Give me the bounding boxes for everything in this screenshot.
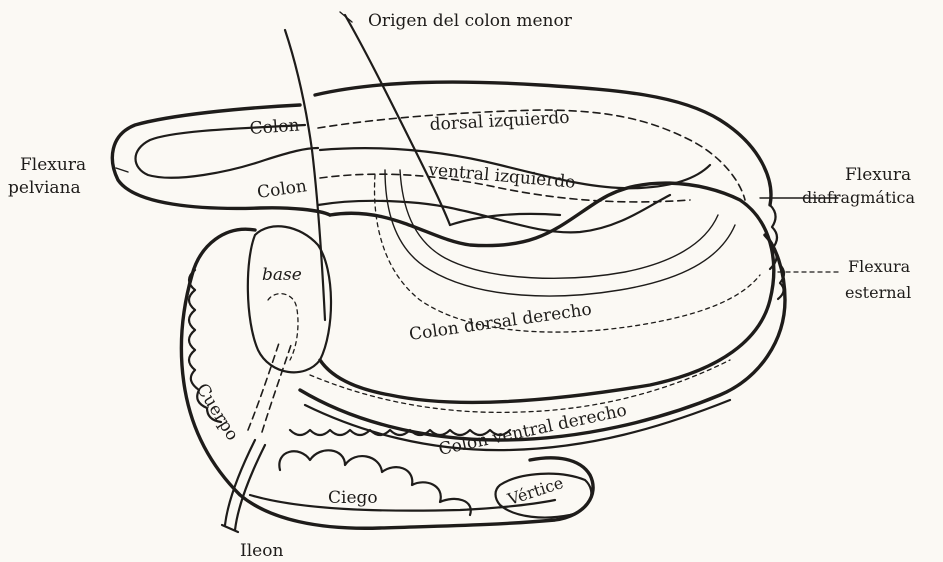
ventral-right-dashed [310,360,730,412]
small-colon-origin-fold [450,214,560,225]
label-flexura-esternal-1: Flexura [848,257,911,276]
label-flexura-pelviana-2: pelviana [8,178,81,198]
label-ileon: Ileon [240,541,283,561]
label-flexura-diafragmatica-1: Flexura [845,165,911,185]
label-flexura-esternal-2: esternal [845,283,911,302]
label-colon-dorsal-derecho: Colon dorsal derecho [408,300,593,345]
label-colon-upper: Colon [249,116,300,139]
cecum-base-dashed [268,294,298,360]
label-origen-colon-menor: Origen del colon menor [368,11,573,31]
ventral-right-outer [300,235,785,440]
leader-pelviana [116,168,128,172]
label-colon-lower: Colon [256,176,308,203]
label-ciego: Ciego [328,488,378,508]
ileum-dashed-path [248,340,292,432]
label-flexura-pelviana-1: Flexura [20,155,86,175]
label-dorsal-izquierdo: dorsal izquierdo [429,108,570,135]
label-base: base [262,265,302,285]
leader-origen [340,12,352,22]
colon-outer-contour [320,183,774,402]
label-flexura-diafragmatica-2: diafragmática [802,188,915,207]
